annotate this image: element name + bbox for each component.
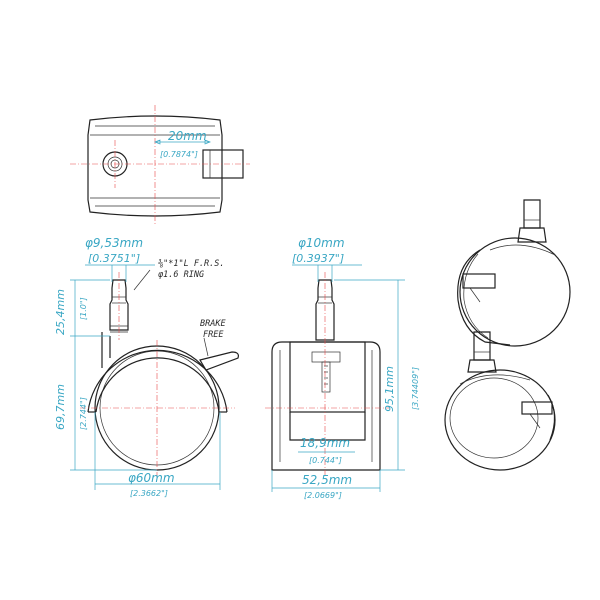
stem-note-line1: ⅜"*1"L F.R.S. [158,259,225,269]
free-label: FREE [203,330,224,340]
front-wheel-dia-inch: [2.3662"] [130,489,168,498]
side-stem-dia-inch: [0.3937"] [292,252,344,265]
side-body-width-inch: [2.0669"] [304,491,342,500]
top-width-dim: 20mm [168,129,207,143]
front-view [70,264,239,490]
front-stem-dia-inch: [0.3751"] [88,252,140,265]
side-stem-dia: φ10mm [298,236,345,250]
front-body-height: 69,7mm [54,384,67,430]
top-width-inch: [0.7874"] [160,150,198,159]
front-body-height-inch: [2.744"] [79,397,88,430]
isometric-caster-top [457,199,571,347]
side-view [265,264,405,492]
side-total-height: 95,1mm [383,366,396,412]
front-stem-dia: φ9,53mm [85,236,143,250]
side-body-width: 52,5mm [302,473,352,487]
top-view [70,105,250,225]
side-wheel-width-inch: [0.744"] [309,456,342,465]
brake-label: BRAKE [200,319,226,329]
front-stem-len: 25,4mm [54,289,67,335]
isometric-caster-bottom [444,331,556,471]
front-stem-len-inch: [1.0"] [79,297,88,320]
stem-note-line2: φ1.6 RING [158,270,204,280]
side-wheel-width: 18,9mm [300,436,350,450]
front-wheel-dia: φ60mm [128,471,175,485]
side-total-height-inch: [3.74409"] [411,367,420,410]
